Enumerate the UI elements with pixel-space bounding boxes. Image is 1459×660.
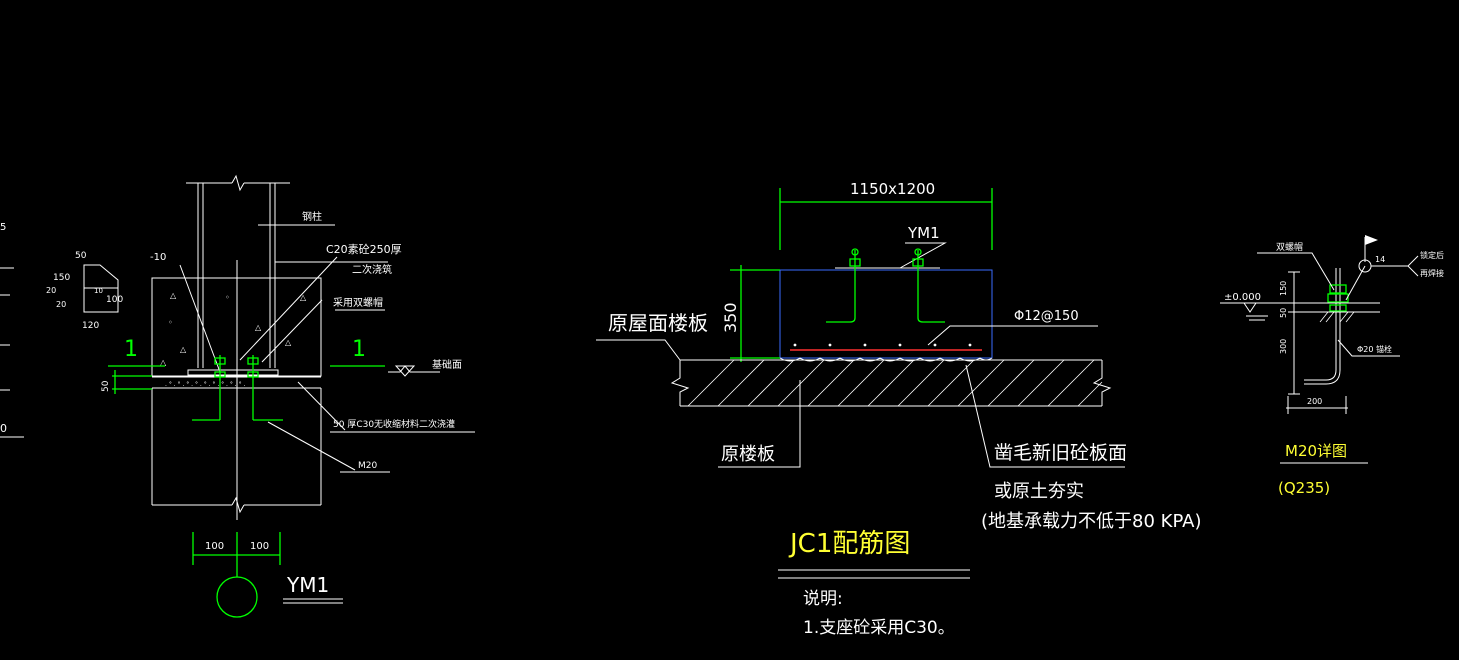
anchor-bolts-ym1	[192, 355, 283, 421]
label-bearing: (地基承载力不低于80 KPA)	[981, 511, 1202, 532]
plate-dim-e: 100	[106, 295, 123, 305]
section-mark-left: 1	[108, 337, 165, 367]
plate-sketch: 50 150 20 20 100 120 10	[46, 251, 123, 331]
label-grout-sub: 二次浇筑	[352, 263, 392, 276]
plate-dim-c: 20	[46, 286, 56, 295]
anchor-bolts-jc1	[826, 248, 945, 323]
svg-text:◦: ◦	[225, 293, 230, 302]
label-original-roof: 原屋面楼板	[608, 311, 708, 335]
axis-bubble	[216, 576, 258, 618]
slab-hatch	[687, 359, 1103, 407]
label-m20-double-nut: 双螺帽	[1276, 241, 1303, 253]
note-head: 说明:	[803, 589, 843, 609]
m20-detail: 双螺帽 14 锁定后 再焊接 ±0.000 150 50 300 Φ20 锚栓 …	[1220, 235, 1444, 497]
label-original-slab: 原楼板	[721, 444, 775, 465]
dim-100-left: 100	[205, 541, 224, 552]
ym1-detail: 50 150 20 20 100 120 10 △ △ △ △ ◦ △ ◦ △	[46, 174, 475, 618]
label-double-nut: 采用双螺帽	[333, 296, 383, 309]
m20-title: M20详图	[1285, 442, 1347, 460]
label-bolt-m20: M20	[358, 461, 377, 471]
concrete-stipple: △ △ △ △ ◦ △ ◦ △	[160, 291, 307, 367]
svg-text:△: △	[285, 338, 292, 347]
section-mark-right: 1	[330, 337, 385, 367]
m20-hatch	[1319, 311, 1355, 323]
svg-text:1: 1	[124, 337, 138, 362]
m20-material: (Q235)	[1278, 479, 1330, 497]
dim-50-ym1: 50	[101, 380, 111, 392]
note-1: 1.支座砼采用C30。	[803, 618, 955, 638]
label-grout-bottom: 50 厚C30无收缩材料二次浇灌	[333, 418, 455, 430]
dim-m20-150: 150	[1279, 281, 1288, 296]
weld-size: 14	[1375, 255, 1385, 264]
label-grout-top: C20素砼250厚	[326, 243, 402, 256]
svg-text:1: 1	[352, 337, 366, 362]
dim-height-350: 350	[721, 302, 740, 333]
svg-text:◦: ◦	[168, 318, 173, 327]
plate-dim-d: 20	[56, 300, 66, 309]
label-anchor: Φ20 锚栓	[1357, 344, 1392, 354]
svg-text:△: △	[160, 358, 167, 367]
dim-m20-200: 200	[1307, 397, 1322, 406]
left-edge-fragment: 5 0	[0, 222, 24, 438]
level-mark: ±0.000	[1224, 292, 1261, 303]
svg-text:△: △	[170, 291, 177, 300]
svg-text:△: △	[300, 293, 307, 302]
label-ym1-jc1: YM1	[907, 224, 940, 242]
ym1-title: YM1	[286, 573, 329, 597]
label-foundation-top: 基础面	[432, 358, 462, 371]
dim-overall: 1150x1200	[850, 180, 935, 198]
dim-m20-50: 50	[1279, 308, 1288, 318]
svg-text:△: △	[255, 323, 262, 332]
label-rough-surface: 凿毛新旧砼板面	[994, 442, 1127, 464]
svg-text:△: △	[180, 345, 187, 354]
rebar-dots	[793, 343, 972, 347]
label-or-soil: 或原土夯实	[994, 481, 1084, 502]
weld-note-1: 锁定后	[1420, 250, 1444, 260]
label-steel-column: 钢柱	[302, 210, 322, 223]
svg-text:. ° . ° . ° . ° . ° . ° . ° .: . ° . ° . ° . ° . ° . ° . ° . ° . ° .	[165, 381, 245, 388]
plate-dim-f: 120	[82, 321, 99, 331]
edge-mark-5: 5	[0, 222, 6, 233]
weld-note-2: 再焊接	[1420, 268, 1444, 278]
jc1-section: 1150x1200 YM1 350	[596, 180, 1202, 638]
dim-m20-300: 300	[1279, 339, 1288, 354]
edge-mark-0: 0	[0, 422, 7, 435]
jc1-title: JC1配筋图	[788, 529, 910, 559]
dim-100-right: 100	[250, 541, 269, 552]
plate-dim-a: 50	[75, 251, 87, 261]
plate-dim-b: 150	[53, 273, 70, 283]
plate-dim-g: 10	[94, 287, 103, 295]
label-rebar-spec: Φ12@150	[1014, 309, 1079, 324]
label-plate-thk: -10	[150, 252, 166, 263]
grout-dots: . ° . ° . ° . ° . ° . ° . ° . ° . ° .	[165, 381, 245, 388]
